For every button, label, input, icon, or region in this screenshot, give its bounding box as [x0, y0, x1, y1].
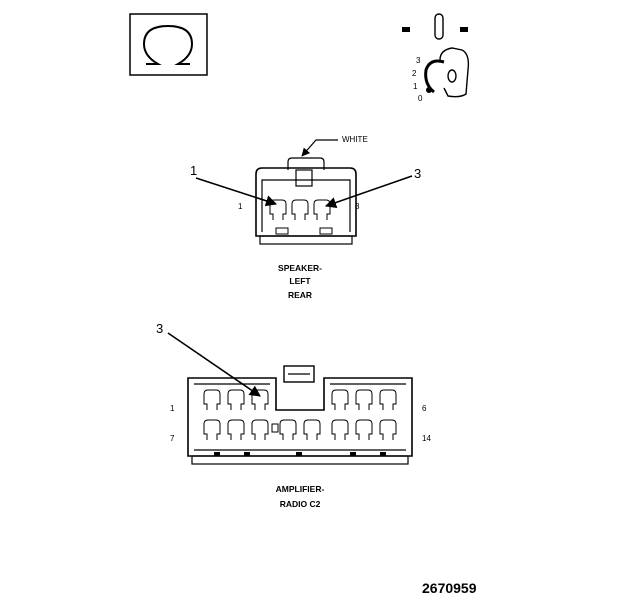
speaker-title-line3: REAR — [288, 290, 312, 300]
amplifier-connector: 1 6 7 14 3 AMPLIFIER- RADIO C2 — [156, 321, 431, 509]
amplifier-title-line2: RADIO C2 — [280, 499, 321, 509]
ignition-position-2: 2 — [412, 69, 417, 78]
figure-number: 2670959 — [422, 580, 477, 596]
amplifier-pin-1-label: 1 — [170, 404, 175, 413]
speaker-connector: WHITE 1 3 1 3 SPEAKER- LEFT REAR — [190, 135, 421, 300]
ignition-position-1: 1 — [413, 82, 418, 91]
amplifier-callout: 3 — [156, 321, 163, 336]
speaker-title-line2: LEFT — [289, 276, 311, 286]
amplifier-pin-14-label: 14 — [422, 434, 431, 443]
speaker-callout-right: 3 — [414, 166, 421, 181]
speaker-title-line1: SPEAKER- — [278, 263, 322, 273]
speaker-pin-right-label: 3 — [355, 202, 360, 211]
ignition-key-switch-icon: 3 2 1 0 — [402, 13, 470, 103]
speaker-color-label: WHITE — [342, 135, 368, 144]
speaker-callout-left: 1 — [190, 163, 197, 178]
amplifier-title-line1: AMPLIFIER- — [276, 484, 325, 494]
amplifier-pin-7-label: 7 — [170, 434, 175, 443]
ignition-position-3: 3 — [416, 56, 421, 65]
ignition-position-0: 0 — [418, 94, 423, 103]
ohm-resistance-icon — [129, 13, 208, 76]
amplifier-pin-6-label: 6 — [422, 404, 427, 413]
speaker-pin-left-label: 1 — [238, 202, 243, 211]
